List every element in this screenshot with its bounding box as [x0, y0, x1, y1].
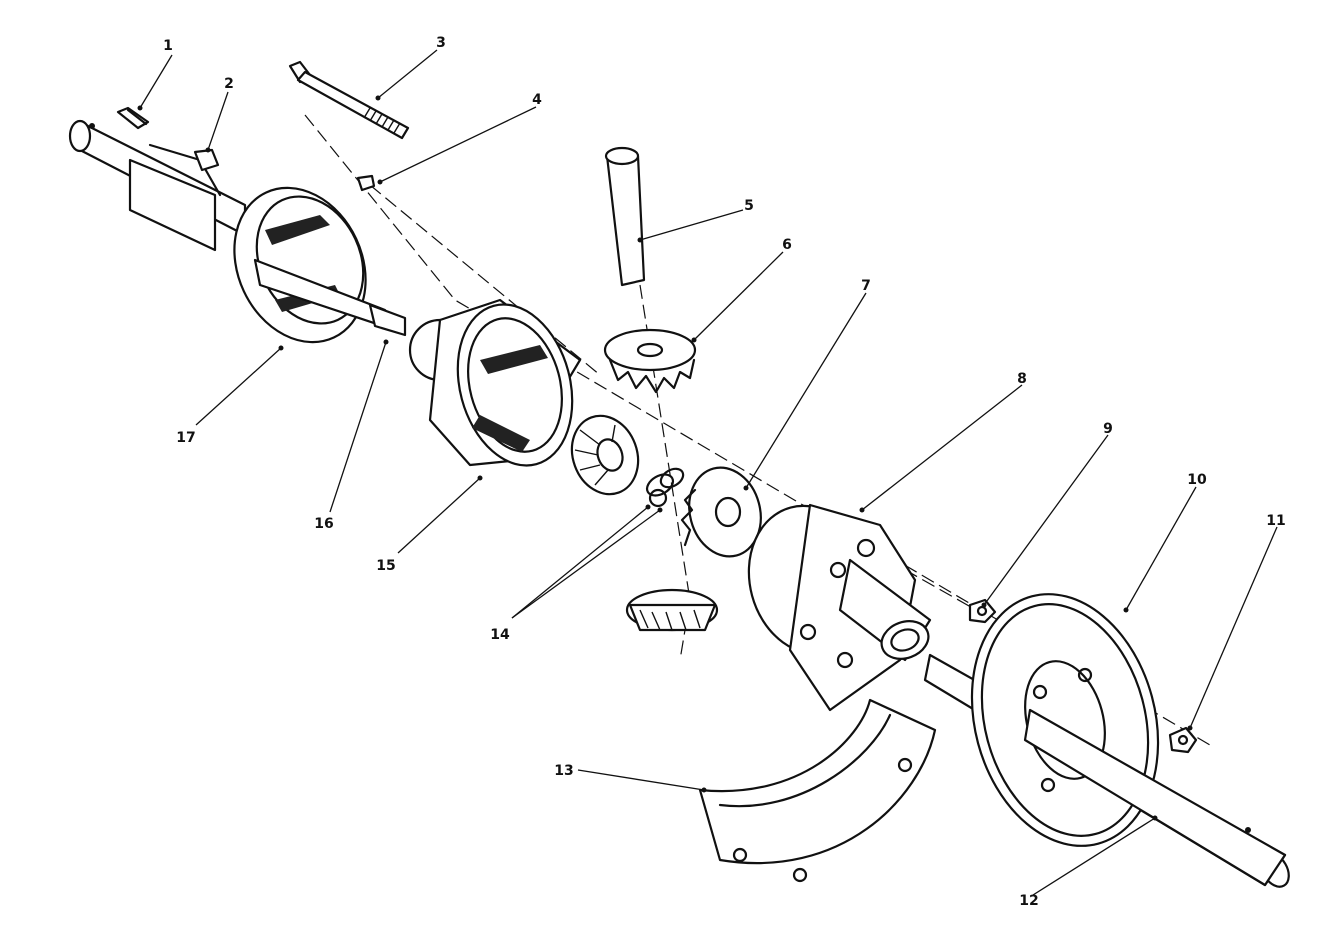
callout-12: 12 — [1019, 893, 1038, 909]
callout-7: 7 — [861, 278, 871, 294]
leader-lines — [139, 49, 1278, 896]
callout-8: 8 — [1017, 371, 1027, 387]
callout-11: 11 — [1266, 513, 1285, 529]
callout-1: 1 — [163, 38, 173, 54]
fitting-part-2 — [193, 148, 220, 172]
callout-labels: 1 2 3 4 5 6 7 8 9 10 11 12 13 14 15 16 1… — [163, 35, 1286, 909]
pin-part-5 — [604, 146, 646, 287]
case-half-part-8 — [747, 503, 932, 712]
pinion-gear-part-6 — [603, 328, 697, 394]
callout-2: 2 — [224, 76, 234, 92]
callout-15: 15 — [376, 558, 395, 574]
case-half-part-15 — [408, 298, 582, 467]
callout-5: 5 — [744, 198, 754, 214]
brake-shoe-part-13 — [698, 698, 937, 883]
callout-17: 17 — [176, 430, 195, 446]
nut-part-11 — [1168, 726, 1198, 754]
callout-9: 9 — [1103, 421, 1113, 437]
bolt-part-1 — [116, 106, 150, 130]
callout-3: 3 — [436, 35, 446, 51]
pinion-gear-part-7 — [680, 466, 762, 558]
brake-disc-part-10 — [970, 593, 1287, 887]
callout-dots — [137, 95, 1193, 821]
side-gear-lower — [625, 588, 719, 632]
nut-part-9 — [968, 598, 997, 624]
callout-16: 16 — [314, 516, 333, 532]
callout-6: 6 — [782, 237, 792, 253]
callout-4: 4 — [532, 92, 542, 108]
callout-14: 14 — [490, 627, 510, 643]
callout-10: 10 — [1187, 472, 1207, 488]
axle-hub-assembly — [68, 119, 407, 344]
long-bolt-part-3 — [288, 60, 410, 140]
side-gear-left — [570, 414, 640, 496]
callout-13: 13 — [554, 763, 573, 779]
clip-rings-part-14 — [645, 467, 685, 508]
key-part-4 — [356, 174, 376, 192]
